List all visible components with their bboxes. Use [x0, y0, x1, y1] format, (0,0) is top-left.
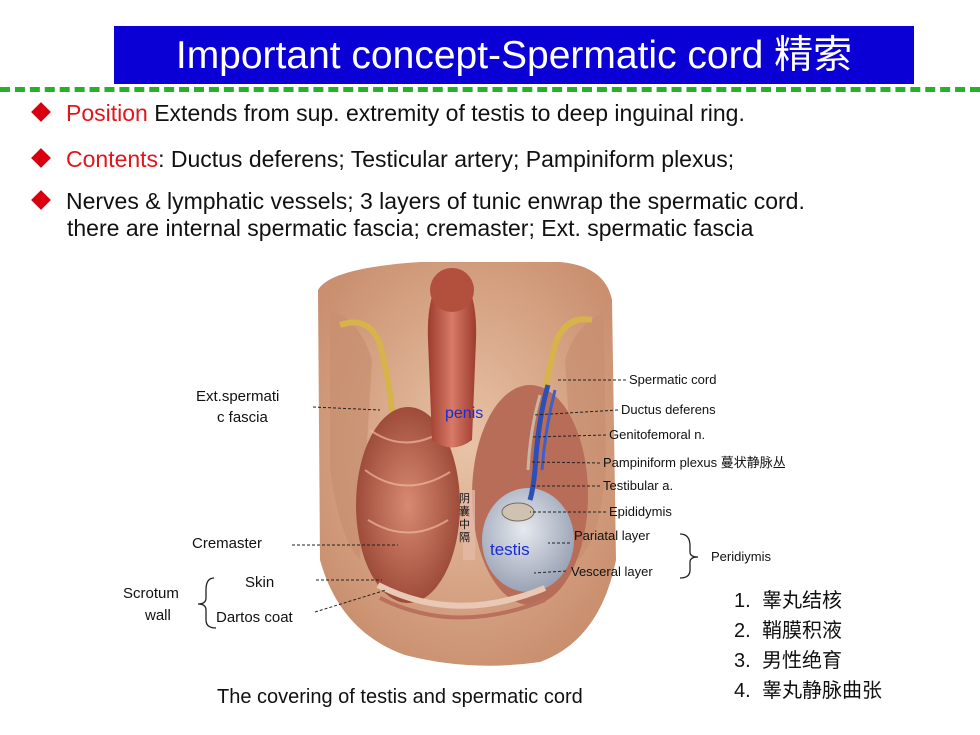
- label-pampiniform-plexus: Pampiniform plexus 蔓状静脉丛: [603, 455, 786, 470]
- label-dartos-coat: Dartos coat: [216, 609, 293, 626]
- label-penis: penis: [445, 405, 484, 422]
- label-testicular-artery: Testibular a.: [603, 478, 674, 493]
- label-pariatal-layer: Pariatal layer: [574, 528, 650, 543]
- list-item: 4.睾丸静脉曲张: [734, 680, 882, 702]
- label-epididymis: Epididymis: [609, 504, 672, 519]
- label-peridiymis: Peridiymis: [711, 549, 771, 564]
- bullet-contents: Contents: Ductus deferens; Testicular ar…: [31, 145, 735, 174]
- label-genitofemoral: Genitofemoral n.: [609, 427, 706, 442]
- label-ductus-deferens: Ductus deferens: [621, 402, 716, 417]
- label-skin: Skin: [245, 574, 275, 591]
- list-item: 3.男性绝育: [734, 650, 842, 672]
- numbered-list: 1.睾丸结核 2.鞘膜积液 3.男性绝育 4.睾丸静脉曲张: [734, 586, 882, 706]
- label-ext-spermatic-fascia-cont: c fascia: [217, 409, 268, 426]
- bullet-keyword: Contents: [66, 146, 159, 172]
- title-divider: [0, 87, 980, 92]
- bullet-text-continued: there are internal spermatic fascia; cre…: [67, 215, 754, 241]
- bullet-nerves: Nerves & lymphatic vessels; 3 layers of …: [31, 187, 805, 216]
- label-cremaster: Cremaster: [192, 535, 263, 552]
- label-scrotal-septum: 阴囊中隔: [459, 493, 470, 544]
- bullet-keyword: Position: [66, 100, 148, 126]
- figure-caption: The covering of testis and spermatic cor…: [217, 686, 583, 708]
- list-item: 2.鞘膜积液: [734, 620, 842, 642]
- bullet-text: : Ductus deferens; Testicular artery; Pa…: [158, 146, 735, 172]
- label-scrotum-wall: wall: [145, 607, 171, 624]
- label-testis: testis: [490, 540, 530, 559]
- slide-title: Important concept-Spermatic cord 精索: [175, 33, 853, 77]
- bullet-position: Position Extends from sup. extremity of …: [31, 99, 745, 128]
- label-scrotum: Scrotum: [123, 585, 179, 602]
- slide-title-box: Important concept-Spermatic cord 精索: [114, 26, 914, 84]
- label-vesceral-layer: Vesceral layer: [571, 564, 653, 579]
- label-ext-spermatic-fascia: Ext.spermati: [196, 388, 280, 405]
- bullet-text: Extends from sup. extremity of testis to…: [147, 100, 745, 126]
- label-spermatic-cord: Spermatic cord: [629, 372, 717, 387]
- list-item: 1.睾丸结核: [734, 590, 842, 612]
- bullet-text: Nerves & lymphatic vessels; 3 layers of …: [66, 188, 805, 214]
